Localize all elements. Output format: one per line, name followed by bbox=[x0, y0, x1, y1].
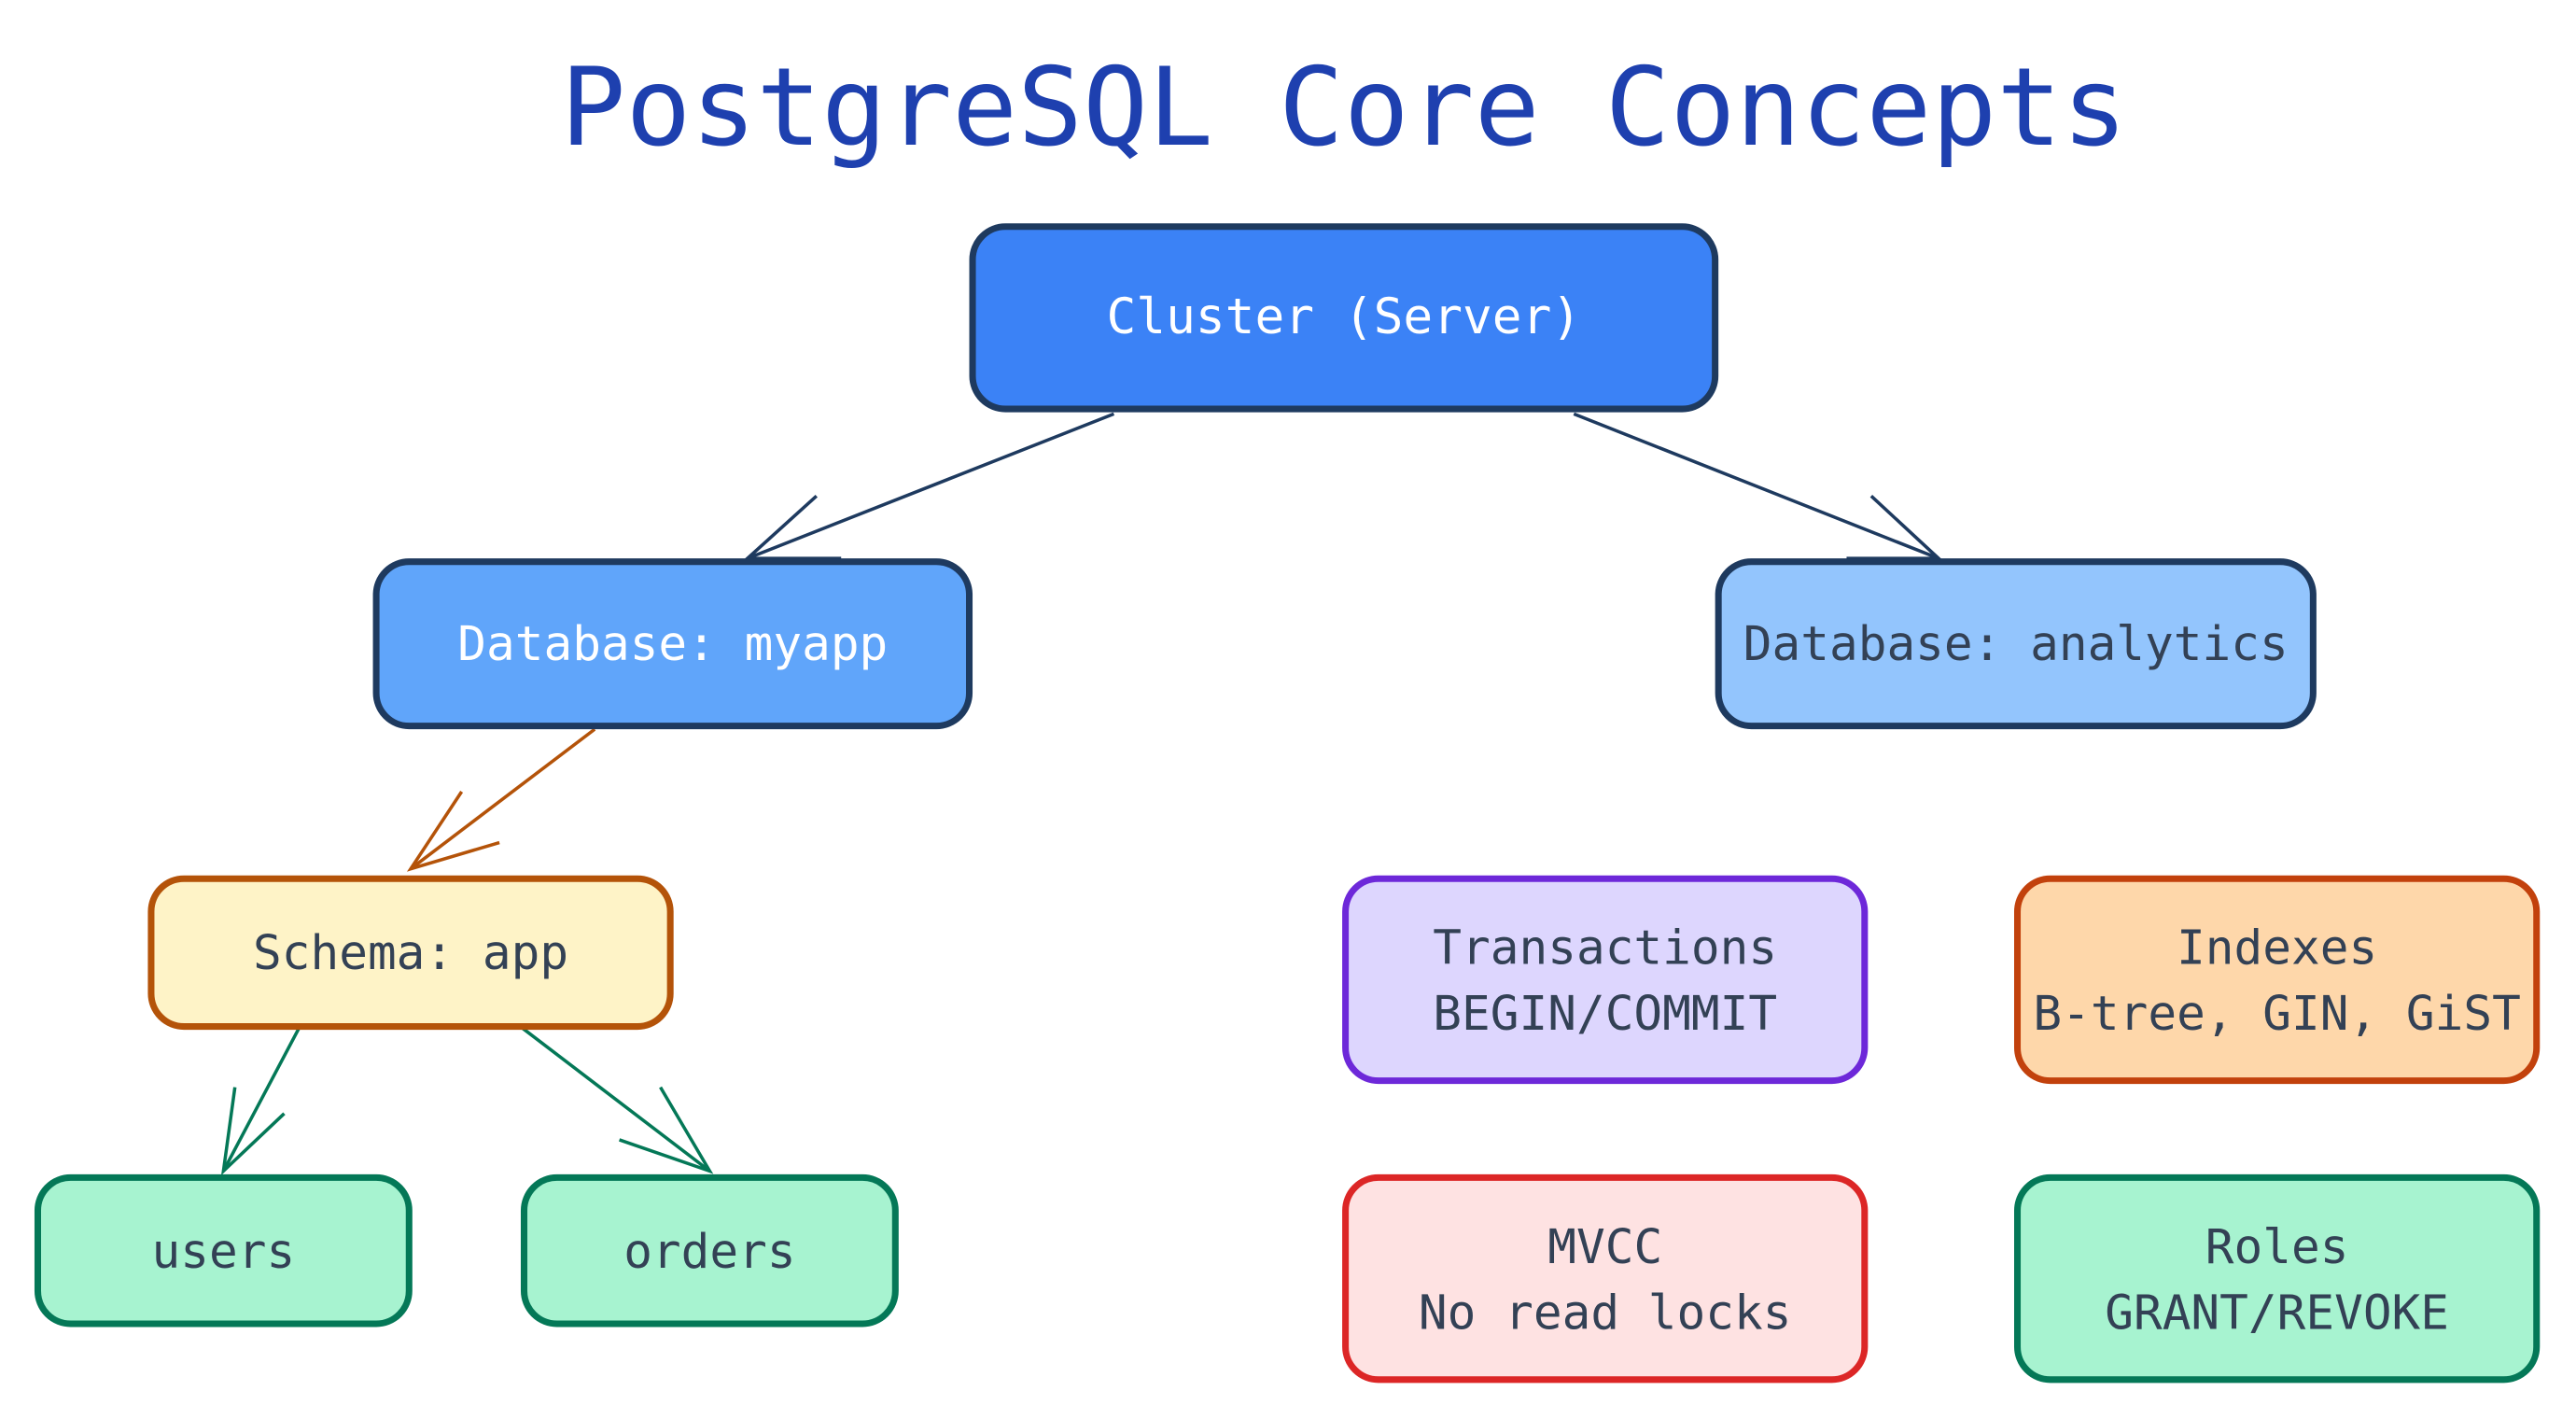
node-mvcc[interactable]: MVCC No read locks bbox=[1342, 1173, 1869, 1384]
node-schema-app-label: Schema: app bbox=[253, 924, 569, 981]
edge-cluster-to-myapp bbox=[743, 412, 1115, 560]
node-transactions-line1: Transactions bbox=[1433, 919, 1778, 976]
node-database-myapp-label: Database: myapp bbox=[457, 615, 889, 672]
node-indexes-line2: B-tree, GIN, GiST bbox=[2033, 984, 2521, 1041]
diagram-title: PostgreSQL Core Concepts bbox=[560, 44, 2128, 171]
node-roles[interactable]: Roles GRANT/REVOKE bbox=[2014, 1173, 2541, 1384]
node-roles-line1: Roles bbox=[2205, 1217, 2349, 1274]
node-indexes-line1: Indexes bbox=[2177, 919, 2378, 976]
node-schema-app[interactable]: Schema: app bbox=[147, 875, 674, 1031]
node-table-orders[interactable]: orders bbox=[520, 1173, 899, 1328]
node-database-analytics-label: Database: analytics bbox=[1743, 615, 2289, 672]
node-transactions-line2: BEGIN/COMMIT bbox=[1433, 984, 1778, 1041]
node-database-myapp[interactable]: Database: myapp bbox=[372, 558, 973, 730]
node-mvcc-line2: No read locks bbox=[1418, 1283, 1792, 1340]
node-database-analytics[interactable]: Database: analytics bbox=[1715, 558, 2317, 730]
node-indexes[interactable]: Indexes B-tree, GIN, GiST bbox=[2014, 875, 2541, 1085]
node-table-orders-label: orders bbox=[623, 1222, 796, 1279]
node-cluster-label: Cluster (Server) bbox=[1106, 288, 1582, 346]
node-table-users[interactable]: users bbox=[34, 1173, 413, 1328]
node-transactions[interactable]: Transactions BEGIN/COMMIT bbox=[1342, 875, 1869, 1085]
edge-schema-to-orders bbox=[521, 1026, 714, 1174]
edge-schema-to-users bbox=[220, 1027, 301, 1176]
node-mvcc-line1: MVCC bbox=[1547, 1217, 1663, 1274]
node-roles-line2: GRANT/REVOKE bbox=[2105, 1283, 2450, 1340]
node-table-users-label: users bbox=[151, 1222, 296, 1279]
edge-myapp-to-schema bbox=[406, 727, 596, 872]
edge-cluster-to-analytics bbox=[1573, 412, 1943, 560]
node-cluster[interactable]: Cluster (Server) bbox=[969, 223, 1719, 413]
